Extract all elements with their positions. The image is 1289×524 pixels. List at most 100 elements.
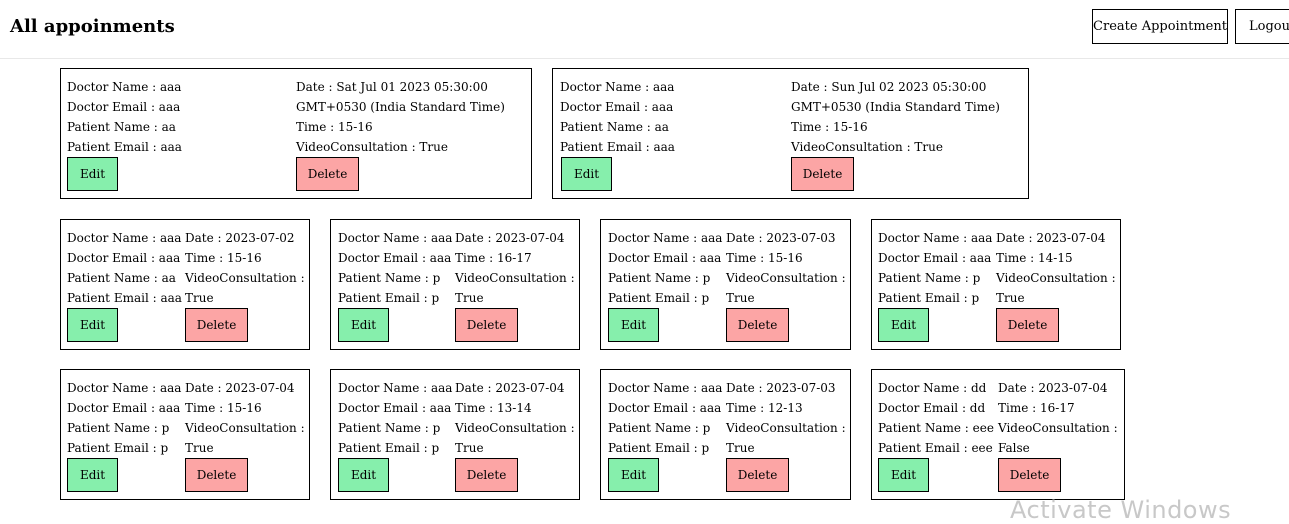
- video-consultation-value: True: [455, 441, 484, 455]
- appointment-card: Doctor Name : aaa Doctor Email : aaa Pat…: [60, 68, 532, 199]
- video-consultation-value: True: [726, 291, 755, 305]
- patient-name: Patient Name : p: [67, 421, 170, 435]
- doctor-email: Doctor Email : aaa: [67, 100, 181, 114]
- video-consultation: VideoConsultation : True: [791, 140, 943, 154]
- patient-name: Patient Name : aa: [67, 271, 176, 285]
- doctor-email: Doctor Email : aaa: [338, 401, 452, 415]
- appointment-date: Date : 2023-07-04: [185, 381, 295, 395]
- appointment-time: Time : 14-15: [996, 251, 1073, 265]
- video-consultation: VideoConsultation : True: [296, 140, 448, 154]
- video-consultation-value: True: [185, 291, 214, 305]
- appointment-date: Date : 2023-07-03: [726, 381, 836, 395]
- doctor-name: Doctor Name : dd: [878, 381, 987, 395]
- patient-email: Patient Email : aaa: [560, 140, 675, 154]
- create-appointment-button[interactable]: Create Appointment: [1092, 9, 1228, 44]
- appointment-card: Doctor Name : aaa Doctor Email : aaa Pat…: [552, 68, 1029, 199]
- delete-button[interactable]: Delete: [996, 308, 1059, 342]
- doctor-name: Doctor Name : aaa: [67, 231, 182, 245]
- patient-name: Patient Name : aa: [67, 120, 176, 134]
- page-title: All appoinments: [10, 16, 175, 37]
- patient-email: Patient Email : p: [608, 441, 710, 455]
- appointment-date: Date : 2023-07-04: [998, 381, 1108, 395]
- doctor-name: Doctor Name : aaa: [67, 381, 182, 395]
- appointment-card: Doctor Name : aaa Doctor Email : aaa Pat…: [60, 219, 310, 350]
- appointment-date-timezone: GMT+0530 (India Standard Time): [296, 100, 505, 114]
- doctor-name: Doctor Name : aaa: [67, 80, 182, 94]
- patient-email: Patient Email : p: [338, 291, 440, 305]
- video-consultation-value: True: [996, 291, 1025, 305]
- doctor-name: Doctor Name : aaa: [338, 381, 453, 395]
- appointment-time: Time : 12-13: [726, 401, 803, 415]
- appointment-date: Date : 2023-07-02: [185, 231, 295, 245]
- logout-button[interactable]: Logout: [1235, 9, 1289, 44]
- patient-email: Patient Email : eee: [878, 441, 993, 455]
- appointment-card: Doctor Name : aaa Doctor Email : aaa Pat…: [60, 369, 310, 500]
- appointment-card: Doctor Name : aaa Doctor Email : aaa Pat…: [600, 369, 851, 500]
- doctor-email: Doctor Email : aaa: [560, 100, 674, 114]
- appointment-time: Time : 16-17: [998, 401, 1075, 415]
- appointment-time: Time : 15-16: [185, 251, 262, 265]
- patient-name: Patient Name : p: [608, 271, 711, 285]
- appointment-card: Doctor Name : aaa Doctor Email : aaa Pat…: [330, 369, 580, 500]
- doctor-email: Doctor Email : aaa: [338, 251, 452, 265]
- video-consultation-value: True: [726, 441, 755, 455]
- doctor-email: Doctor Email : aaa: [878, 251, 992, 265]
- edit-button[interactable]: Edit: [608, 308, 659, 342]
- edit-button[interactable]: Edit: [878, 458, 929, 492]
- patient-name: Patient Name : p: [338, 271, 441, 285]
- delete-button[interactable]: Delete: [455, 458, 518, 492]
- appointment-card: Doctor Name : dd Doctor Email : dd Patie…: [871, 369, 1125, 500]
- appointment-time: Time : 16-17: [455, 251, 532, 265]
- delete-button[interactable]: Delete: [296, 157, 359, 191]
- appointment-time: Time : 15-16: [791, 120, 868, 134]
- patient-email: Patient Email : aaa: [67, 140, 182, 154]
- delete-button[interactable]: Delete: [726, 458, 789, 492]
- patient-name: Patient Name : p: [608, 421, 711, 435]
- video-consultation-value: True: [185, 441, 214, 455]
- doctor-name: Doctor Name : aaa: [338, 231, 453, 245]
- doctor-name: Doctor Name : aaa: [560, 80, 675, 94]
- doctor-email: Doctor Email : aaa: [67, 401, 181, 415]
- delete-button[interactable]: Delete: [726, 308, 789, 342]
- patient-email: Patient Email : p: [878, 291, 980, 305]
- appointment-card: Doctor Name : aaa Doctor Email : aaa Pat…: [871, 219, 1121, 350]
- appointment-date-timezone: GMT+0530 (India Standard Time): [791, 100, 1000, 114]
- video-consultation-label: VideoConsultation :: [455, 421, 575, 435]
- doctor-email: Doctor Email : aaa: [608, 401, 722, 415]
- patient-name: Patient Name : p: [878, 271, 981, 285]
- appointment-date: Date : 2023-07-04: [996, 231, 1106, 245]
- edit-button[interactable]: Edit: [608, 458, 659, 492]
- edit-button[interactable]: Edit: [561, 157, 612, 191]
- doctor-name: Doctor Name : aaa: [878, 231, 993, 245]
- delete-button[interactable]: Delete: [455, 308, 518, 342]
- appointment-card: Doctor Name : aaa Doctor Email : aaa Pat…: [600, 219, 851, 350]
- delete-button[interactable]: Delete: [185, 458, 248, 492]
- appointment-time: Time : 15-16: [726, 251, 803, 265]
- delete-button[interactable]: Delete: [185, 308, 248, 342]
- video-consultation-label: VideoConsultation :: [726, 271, 846, 285]
- doctor-email: Doctor Email : aaa: [608, 251, 722, 265]
- edit-button[interactable]: Edit: [878, 308, 929, 342]
- appointment-card: Doctor Name : aaa Doctor Email : aaa Pat…: [330, 219, 580, 350]
- appointment-date: Date : 2023-07-04: [455, 231, 565, 245]
- video-consultation-label: VideoConsultation :: [455, 271, 575, 285]
- edit-button[interactable]: Edit: [67, 308, 118, 342]
- video-consultation-label: VideoConsultation :: [726, 421, 846, 435]
- patient-name: Patient Name : aa: [560, 120, 669, 134]
- edit-button[interactable]: Edit: [67, 157, 118, 191]
- appointment-date: Date : Sun Jul 02 2023 05:30:00: [791, 80, 987, 94]
- doctor-name: Doctor Name : aaa: [608, 381, 723, 395]
- delete-button[interactable]: Delete: [998, 458, 1061, 492]
- patient-email: Patient Email : p: [338, 441, 440, 455]
- doctor-email: Doctor Email : aaa: [67, 251, 181, 265]
- video-consultation-value: False: [998, 441, 1030, 455]
- video-consultation-label: VideoConsultation :: [185, 421, 305, 435]
- video-consultation-label: VideoConsultation :: [998, 421, 1118, 435]
- edit-button[interactable]: Edit: [67, 458, 118, 492]
- edit-button[interactable]: Edit: [338, 458, 389, 492]
- edit-button[interactable]: Edit: [338, 308, 389, 342]
- activate-windows-watermark: Activate Windows: [1010, 496, 1232, 524]
- appointment-time: Time : 13-14: [455, 401, 532, 415]
- delete-button[interactable]: Delete: [791, 157, 854, 191]
- video-consultation-label: VideoConsultation :: [996, 271, 1116, 285]
